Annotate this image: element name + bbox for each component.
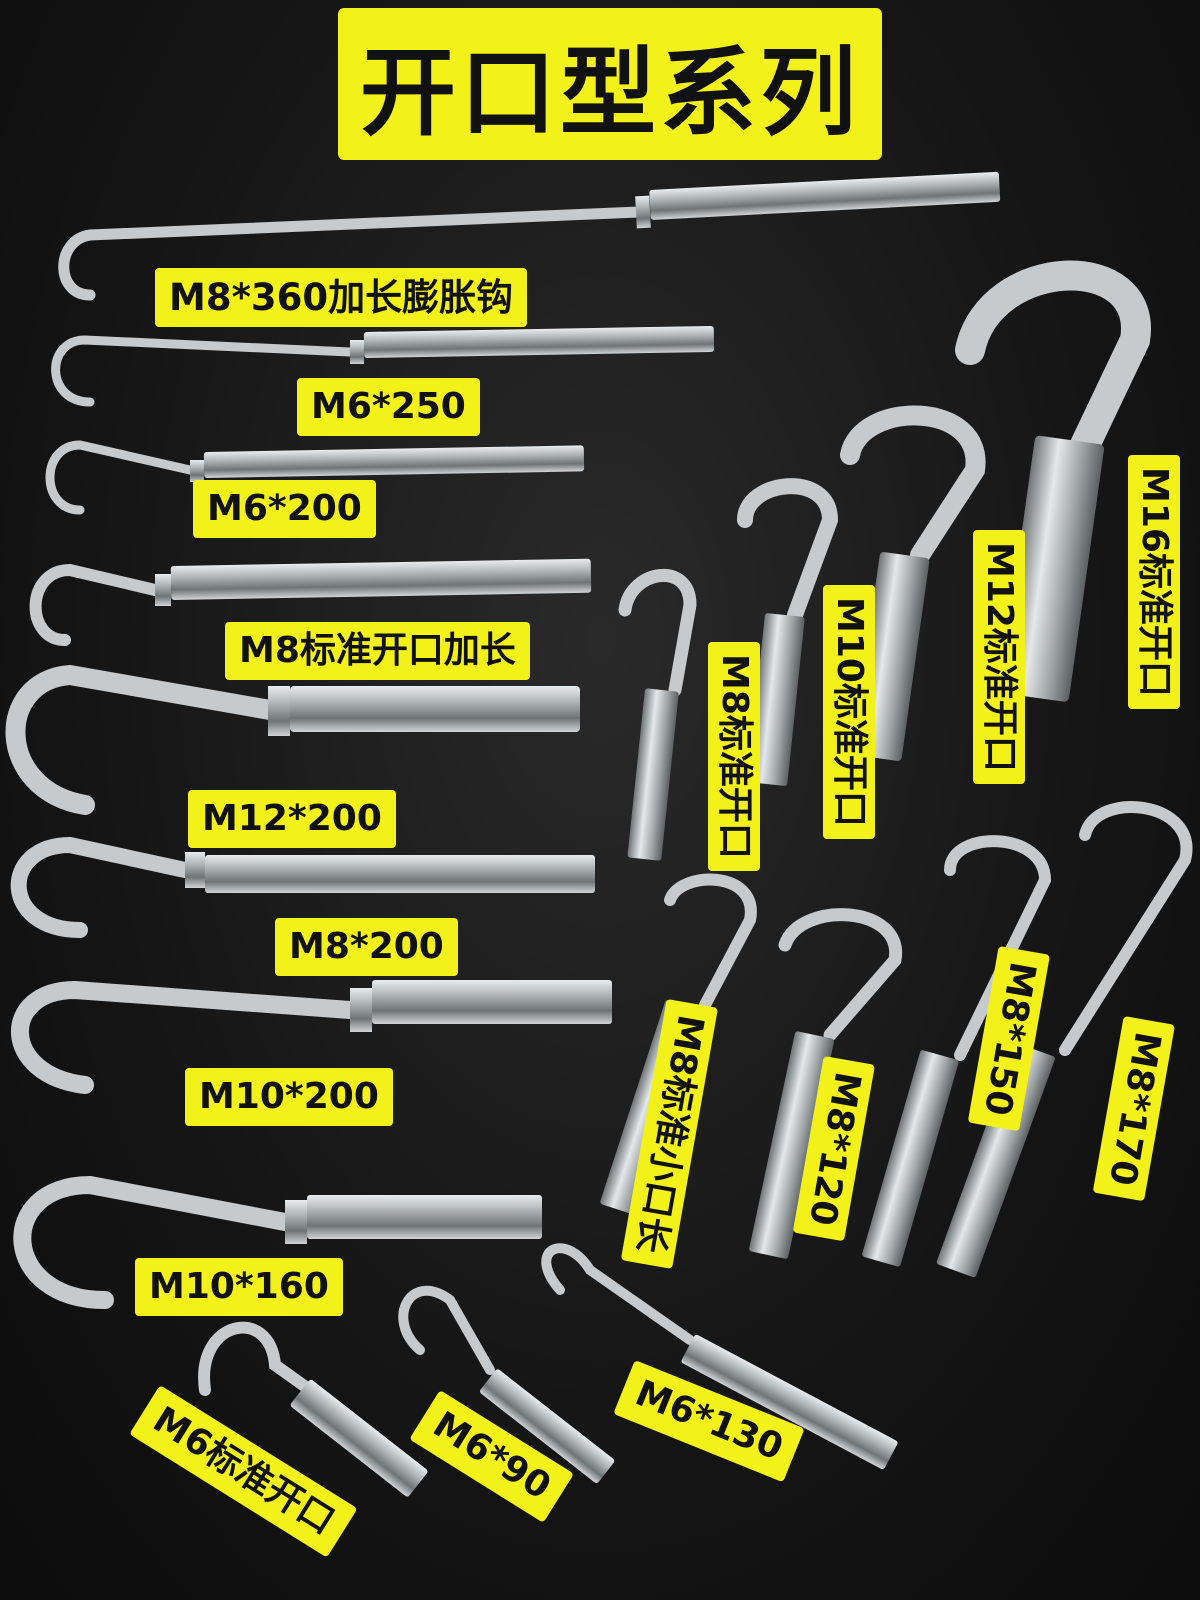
label-m8-std: M8标准开口 [708, 642, 760, 871]
hook-m6-130 [541, 1243, 898, 1470]
label-m16-std: M16标准开口 [1128, 455, 1180, 709]
hook-m8-120 [749, 908, 903, 1259]
hook-m10-std [737, 478, 839, 786]
hook-m8-std-long [29, 558, 592, 646]
label-m12-200: M12*200 [188, 790, 396, 848]
label-m8-std-long: M8标准开口加长 [225, 622, 530, 680]
hook-m8-200 [10, 836, 595, 938]
hook-m8-360 [58, 171, 1001, 301]
hook-m8-170 [936, 801, 1193, 1278]
hook-m6-250 [51, 325, 715, 407]
hook-m16-std [955, 260, 1151, 702]
label-m10-160: M10*160 [135, 1258, 343, 1316]
series-title: 开口型系列 [360, 36, 860, 149]
label-m8-360: M8*360加长膨胀钩 [155, 268, 528, 327]
hook-m6-90 [398, 1285, 615, 1483]
hook-m8-std [618, 568, 697, 861]
label-m8-200: M8*200 [275, 918, 458, 976]
series-title-badge: 开口型系列 [338, 8, 882, 160]
label-m10-200: M10*200 [185, 1068, 393, 1126]
hook-m6-200 [45, 440, 585, 515]
hook-m10-160 [13, 1175, 542, 1309]
hook-m6-std [198, 1321, 428, 1497]
hook-m12-200 [5, 664, 580, 815]
label-m6-200: M6*200 [193, 480, 376, 538]
hook-m8-150 [862, 835, 1052, 1267]
label-m10-std: M10标准开口 [823, 585, 875, 839]
hook-m10-200 [11, 980, 612, 1094]
label-m6-250: M6*250 [297, 378, 480, 436]
label-m12-std: M12标准开口 [973, 530, 1025, 784]
